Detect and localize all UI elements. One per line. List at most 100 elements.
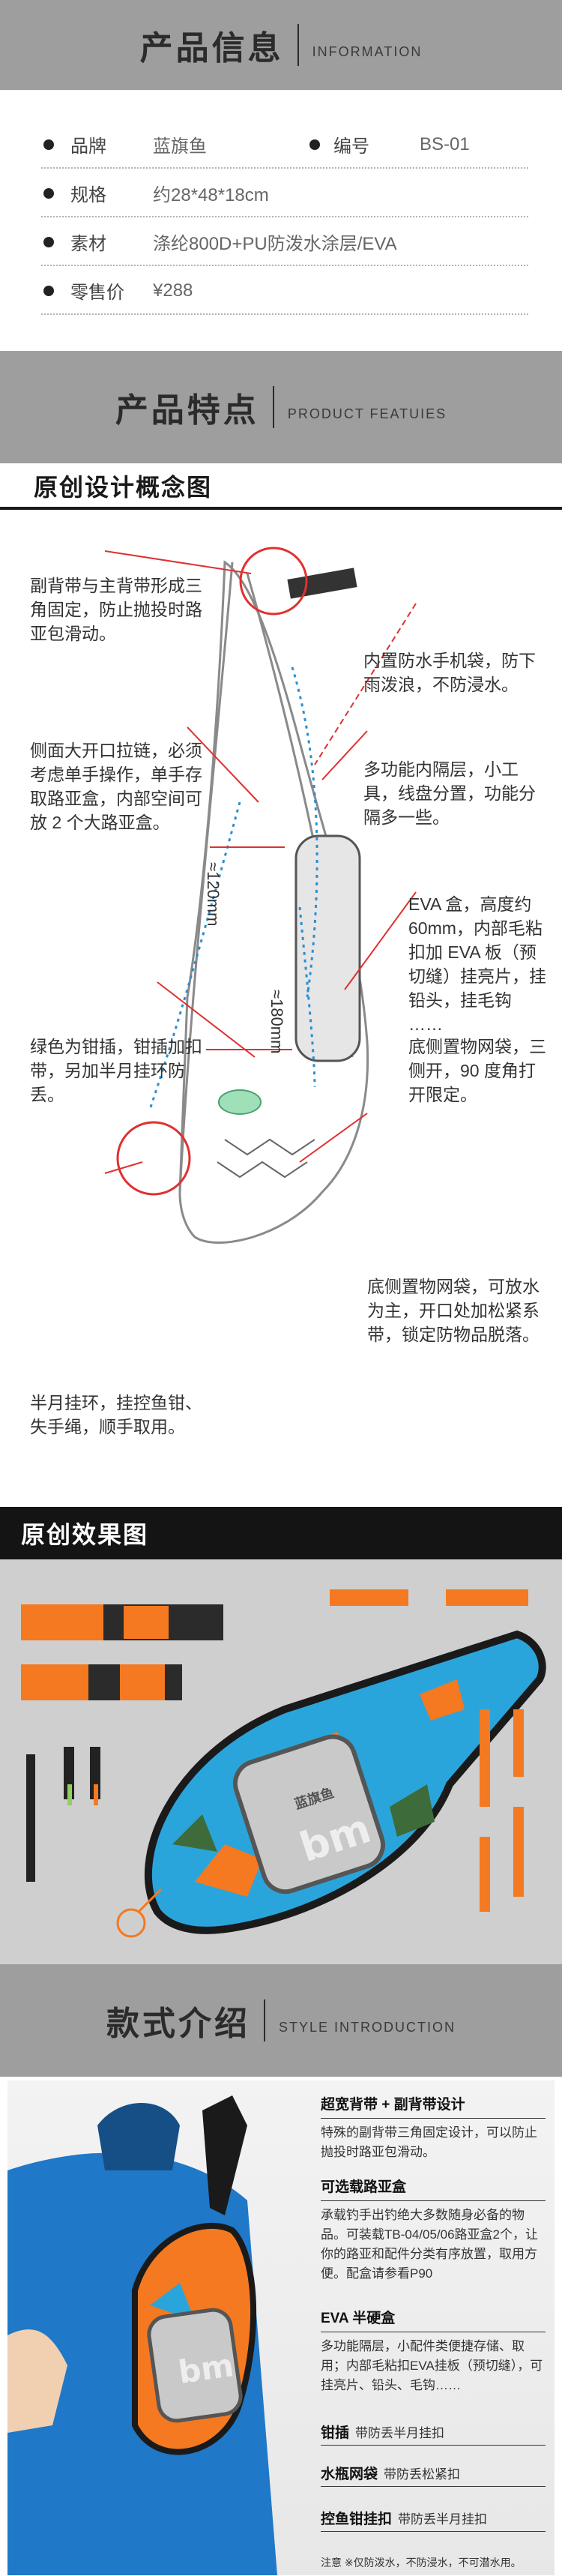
note-inner-divider: 多功能内隔层，小工具，线盘分置，功能分隔多一些。	[363, 759, 536, 827]
strap-render	[202, 2095, 247, 2215]
quilt-pattern	[217, 1161, 308, 1179]
zip-line	[298, 906, 316, 1088]
note-eva-box: EVA 盒，高度约60mm，内部毛粘扣加 EVA 板（预切缝）挂亮片，挂铅头，挂…	[408, 894, 546, 1034]
strap-render	[480, 1709, 490, 1807]
info-row-brand: 品牌 蓝旗鱼 编号 BS-01	[41, 120, 528, 169]
bullet-icon	[309, 139, 320, 150]
photo-box-logo: bm	[175, 2347, 236, 2391]
info-title: 产品信息	[139, 30, 284, 67]
lanyard-render	[137, 1888, 163, 1913]
camo-patch	[150, 2283, 195, 2320]
row-divider	[41, 167, 528, 169]
model-photo: bm	[7, 2080, 555, 2575]
render-illustration	[21, 1589, 546, 1938]
info-value: 涤纶800D+PU防泼水涂层/EVA	[153, 234, 397, 254]
note-mesh-side: 底侧置物网袋，三侧开，90 度角打开限定。	[408, 1037, 546, 1104]
info-value: ¥288	[153, 280, 193, 301]
feature-desc: 承载钓手出钓绝大多数随身必备的物品。可装载TB-04/05/06路亚盒2个，让你…	[321, 2208, 539, 2281]
design-title-bar: 原创设计概念图	[0, 465, 562, 510]
header-separator	[297, 24, 299, 66]
bullet-icon	[43, 139, 54, 150]
leader-line	[321, 730, 368, 780]
row-divider	[41, 216, 528, 217]
leader-line	[344, 891, 417, 990]
plier-holder-sketch	[218, 1089, 262, 1115]
leader-line	[104, 1161, 143, 1174]
buckle-render	[124, 1606, 169, 1639]
hood-render	[97, 2103, 180, 2170]
info-label: 规格	[70, 185, 106, 205]
leader-line	[299, 1113, 368, 1163]
model-illustration	[7, 2095, 277, 2575]
zip-puller-render	[94, 1784, 98, 1805]
strap-render	[26, 1754, 35, 1882]
feature-title: EVA 半硬盒	[321, 2311, 396, 2326]
eva-box-render	[147, 2308, 243, 2423]
hand-render	[7, 2329, 67, 2433]
info-value: 约28*48*18cm	[153, 185, 269, 205]
render-area: bm 蓝旗鱼	[0, 1559, 562, 1964]
strap-render	[513, 1709, 524, 1777]
strap-render	[21, 1664, 88, 1700]
camo-patch	[420, 1679, 465, 1721]
feature-title: 超宽背带 + 副背带设计	[321, 2097, 465, 2113]
callout-circle	[116, 1121, 191, 1196]
info-row-price: 零售价 ¥288	[41, 266, 528, 315]
design-title: 原创设计概念图	[34, 474, 213, 501]
note-bottom-mesh: 底侧置物网袋，可放水为主，开口处加松紧系带，锁定防物品脱落。	[367, 1277, 540, 1344]
leader-line	[104, 550, 252, 574]
camo-patch	[172, 1814, 217, 1852]
note-phone-pocket: 内置防水手机袋，防下雨泼浪，不防浸水。	[363, 651, 536, 694]
features-title: 产品特点	[115, 392, 259, 429]
info-value: 蓝旗鱼	[153, 136, 207, 157]
note-strap: 副背带与主背带形成三角固定，防止抛投时路亚包滑动。	[30, 576, 202, 643]
feature-desc: 特殊的副背带三角固定设计，可以防止抛投时路亚包滑动。	[321, 2125, 537, 2159]
zip-line	[148, 801, 241, 1110]
strap-render	[120, 1664, 165, 1700]
row-divider	[41, 313, 528, 315]
bullet-icon	[43, 187, 54, 199]
feature-plier-holder: 钳插带防丢半月挂扣	[321, 2422, 546, 2446]
dimension-180: ≈180mm	[268, 990, 286, 1054]
strap-render	[480, 1837, 490, 1912]
footnote: 注意 ※仅防泼水，不防浸水，不可潜水用。	[321, 2557, 522, 2569]
feature-grip-clip: 控鱼钳挂扣带防丢半月挂扣	[321, 2508, 546, 2532]
feature-rule	[321, 2118, 546, 2119]
row-divider	[41, 265, 528, 266]
strap-render	[330, 1589, 408, 1606]
bag-outline	[178, 560, 369, 1244]
feature-line-title: 控鱼钳挂扣	[321, 2512, 393, 2527]
feature-line-desc: 带防丢半月挂扣	[398, 2512, 488, 2527]
feature-lure-box: 可选载路亚盒 承载钓手出钓绝大多数随身必备的物品。可装载TB-04/05/06路…	[321, 2178, 546, 2284]
info-title-en: INFORMATION	[312, 43, 423, 59]
note-side-zip: 侧面大开口拉链，必须考虑单手操作，单手存取路亚盒，内部空间可放 2 个大路亚盒。	[30, 741, 202, 832]
feature-rule	[321, 2200, 546, 2201]
feature-desc: 多功能隔层，小配件类便捷存储、取用；内部毛粘扣EVA挂板（预切缝），可挂亮片、铅…	[321, 2339, 543, 2392]
info-label: 素材	[70, 234, 106, 254]
bullet-icon	[43, 236, 54, 247]
leader-line	[314, 603, 417, 765]
info-header-band: 产品信息 INFORMATION	[0, 0, 562, 90]
concept-sketch	[104, 547, 417, 1244]
quilt-pattern	[224, 1138, 315, 1156]
camo-patch	[195, 1844, 262, 1897]
effect-title: 原创效果图	[21, 1521, 149, 1548]
callout-circle	[239, 547, 308, 616]
feature-eva-box: EVA 半硬盒 多功能隔层，小配件类便捷存储、取用；内部毛粘扣EVA挂板（预切缝…	[321, 2309, 546, 2395]
feature-title: 可选载路亚盒	[321, 2179, 407, 2195]
strap-render	[21, 1604, 103, 1640]
strap-edge	[178, 562, 234, 1193]
info-label: 编号	[333, 136, 369, 157]
feature-bottle-mesh: 水瓶网袋带防丢松紧扣	[321, 2463, 546, 2487]
style-header-band: 款式介绍 STYLE INTRODUCTION	[0, 1964, 562, 2077]
feature-line-desc: 带防丢松紧扣	[384, 2467, 461, 2482]
style-title-en: STYLE INTRODUCTION	[278, 2019, 456, 2035]
eva-box-render	[233, 1734, 385, 1895]
feature-line-title: 钳插	[321, 2425, 350, 2441]
lanyard-render	[116, 1908, 146, 1938]
feature-strap: 超宽背带 + 副背带设计 特殊的副背带三角固定设计，可以防止抛投时路亚包滑动。	[321, 2095, 546, 2162]
buckle-sketch	[287, 568, 357, 599]
style-title: 款式介绍	[106, 2005, 250, 2042]
header-separator	[272, 386, 274, 428]
